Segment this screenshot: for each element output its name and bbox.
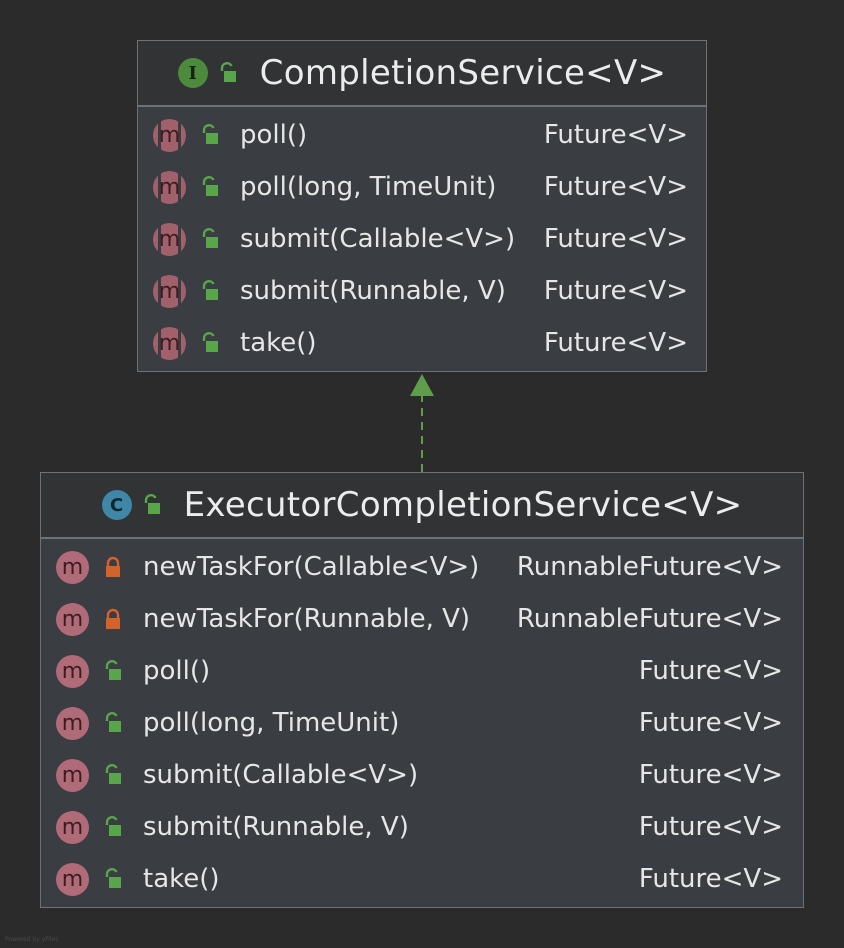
- method-return-type: Future<V>: [543, 276, 688, 306]
- method-icon: m: [153, 118, 186, 152]
- private-lock-icon: [106, 556, 120, 577]
- method-return-type: Future<V>: [543, 328, 688, 358]
- interface-method-list: m poll() Future<V> m poll(long, TimeUnit) Fut…: [138, 107, 706, 369]
- method-return-type: Future<V>: [638, 760, 783, 790]
- method-return-type: Future<V>: [638, 812, 783, 842]
- method-name: submit(Callable<V>): [143, 760, 419, 790]
- method-return-type: Future<V>: [543, 224, 688, 254]
- method-icon: m: [56, 862, 89, 896]
- method-icon: m: [56, 758, 89, 792]
- method-icon: m: [56, 706, 89, 740]
- method-row[interactable]: m submit(Runnable, V) Future<V>: [153, 265, 688, 317]
- method-row[interactable]: m take() Future<V>: [153, 317, 688, 369]
- method-return-type: Future<V>: [543, 172, 688, 202]
- public-lock-icon: [202, 332, 218, 352]
- method-icon: m: [153, 326, 186, 360]
- class-executor-completion-service[interactable]: C ExecutorCompletionService<V> m newTaskF…: [40, 472, 804, 908]
- method-row[interactable]: m submit(Callable<V>) Future<V>: [56, 749, 783, 801]
- method-name: submit(Runnable, V): [143, 812, 409, 842]
- public-lock-icon: [202, 280, 218, 300]
- public-lock-icon: [220, 62, 236, 82]
- method-icon: m: [153, 274, 186, 308]
- method-return-type: Future<V>: [543, 120, 688, 150]
- private-lock-icon: [106, 608, 120, 629]
- class-header[interactable]: C ExecutorCompletionService<V>: [41, 473, 803, 539]
- public-lock-icon: [144, 494, 160, 514]
- public-lock-icon: [105, 764, 121, 784]
- method-name: submit(Runnable, V): [240, 276, 506, 306]
- method-name: take(): [240, 328, 317, 358]
- method-icon: m: [153, 222, 186, 256]
- method-name: newTaskFor(Callable<V>): [143, 552, 480, 582]
- class-title: ExecutorCompletionService<V>: [183, 485, 743, 525]
- method-name: submit(Callable<V>): [240, 224, 516, 254]
- method-name: poll(): [240, 120, 308, 150]
- public-lock-icon: [105, 868, 121, 888]
- method-return-type: RunnableFuture<V>: [516, 604, 783, 634]
- method-icon: m: [56, 654, 89, 688]
- credit-text: Powered by yFiles: [5, 936, 59, 943]
- public-lock-icon: [105, 816, 121, 836]
- method-row[interactable]: m poll(long, TimeUnit) Future<V>: [153, 161, 688, 213]
- method-return-type: Future<V>: [638, 656, 783, 686]
- interface-title: CompletionService<V>: [259, 53, 667, 93]
- class-method-list: m newTaskFor(Callable<V>) RunnableFuture<V…: [41, 539, 803, 905]
- public-lock-icon: [105, 660, 121, 680]
- method-icon: m: [56, 602, 89, 636]
- method-name: take(): [143, 864, 220, 894]
- interface-header[interactable]: I CompletionService<V>: [138, 41, 706, 107]
- class-icon: C: [101, 490, 132, 520]
- public-lock-icon: [202, 176, 218, 196]
- method-icon: m: [56, 810, 89, 844]
- method-row[interactable]: m submit(Callable<V>) Future<V>: [153, 213, 688, 265]
- method-row[interactable]: m submit(Runnable, V) Future<V>: [56, 801, 783, 853]
- method-row[interactable]: m poll() Future<V>: [153, 109, 688, 161]
- method-row[interactable]: m newTaskFor(Runnable, V) RunnableFuture<V…: [56, 593, 783, 645]
- method-name: newTaskFor(Runnable, V): [143, 604, 471, 634]
- public-lock-icon: [105, 712, 121, 732]
- method-row[interactable]: m take() Future<V>: [56, 853, 783, 905]
- method-name: poll(): [143, 656, 211, 686]
- method-icon: m: [56, 550, 89, 584]
- method-icon: m: [153, 170, 186, 204]
- public-lock-icon: [202, 228, 218, 248]
- method-return-type: RunnableFuture<V>: [516, 552, 783, 582]
- method-name: poll(long, TimeUnit): [143, 708, 400, 738]
- method-return-type: Future<V>: [638, 708, 783, 738]
- method-name: poll(long, TimeUnit): [240, 172, 497, 202]
- method-row[interactable]: m poll() Future<V>: [56, 645, 783, 697]
- method-row[interactable]: m poll(long, TimeUnit) Future<V>: [56, 697, 783, 749]
- public-lock-icon: [202, 124, 218, 144]
- method-return-type: Future<V>: [638, 864, 783, 894]
- method-row[interactable]: m newTaskFor(Callable<V>) RunnableFuture<V…: [56, 541, 783, 593]
- interface-icon: I: [177, 58, 208, 88]
